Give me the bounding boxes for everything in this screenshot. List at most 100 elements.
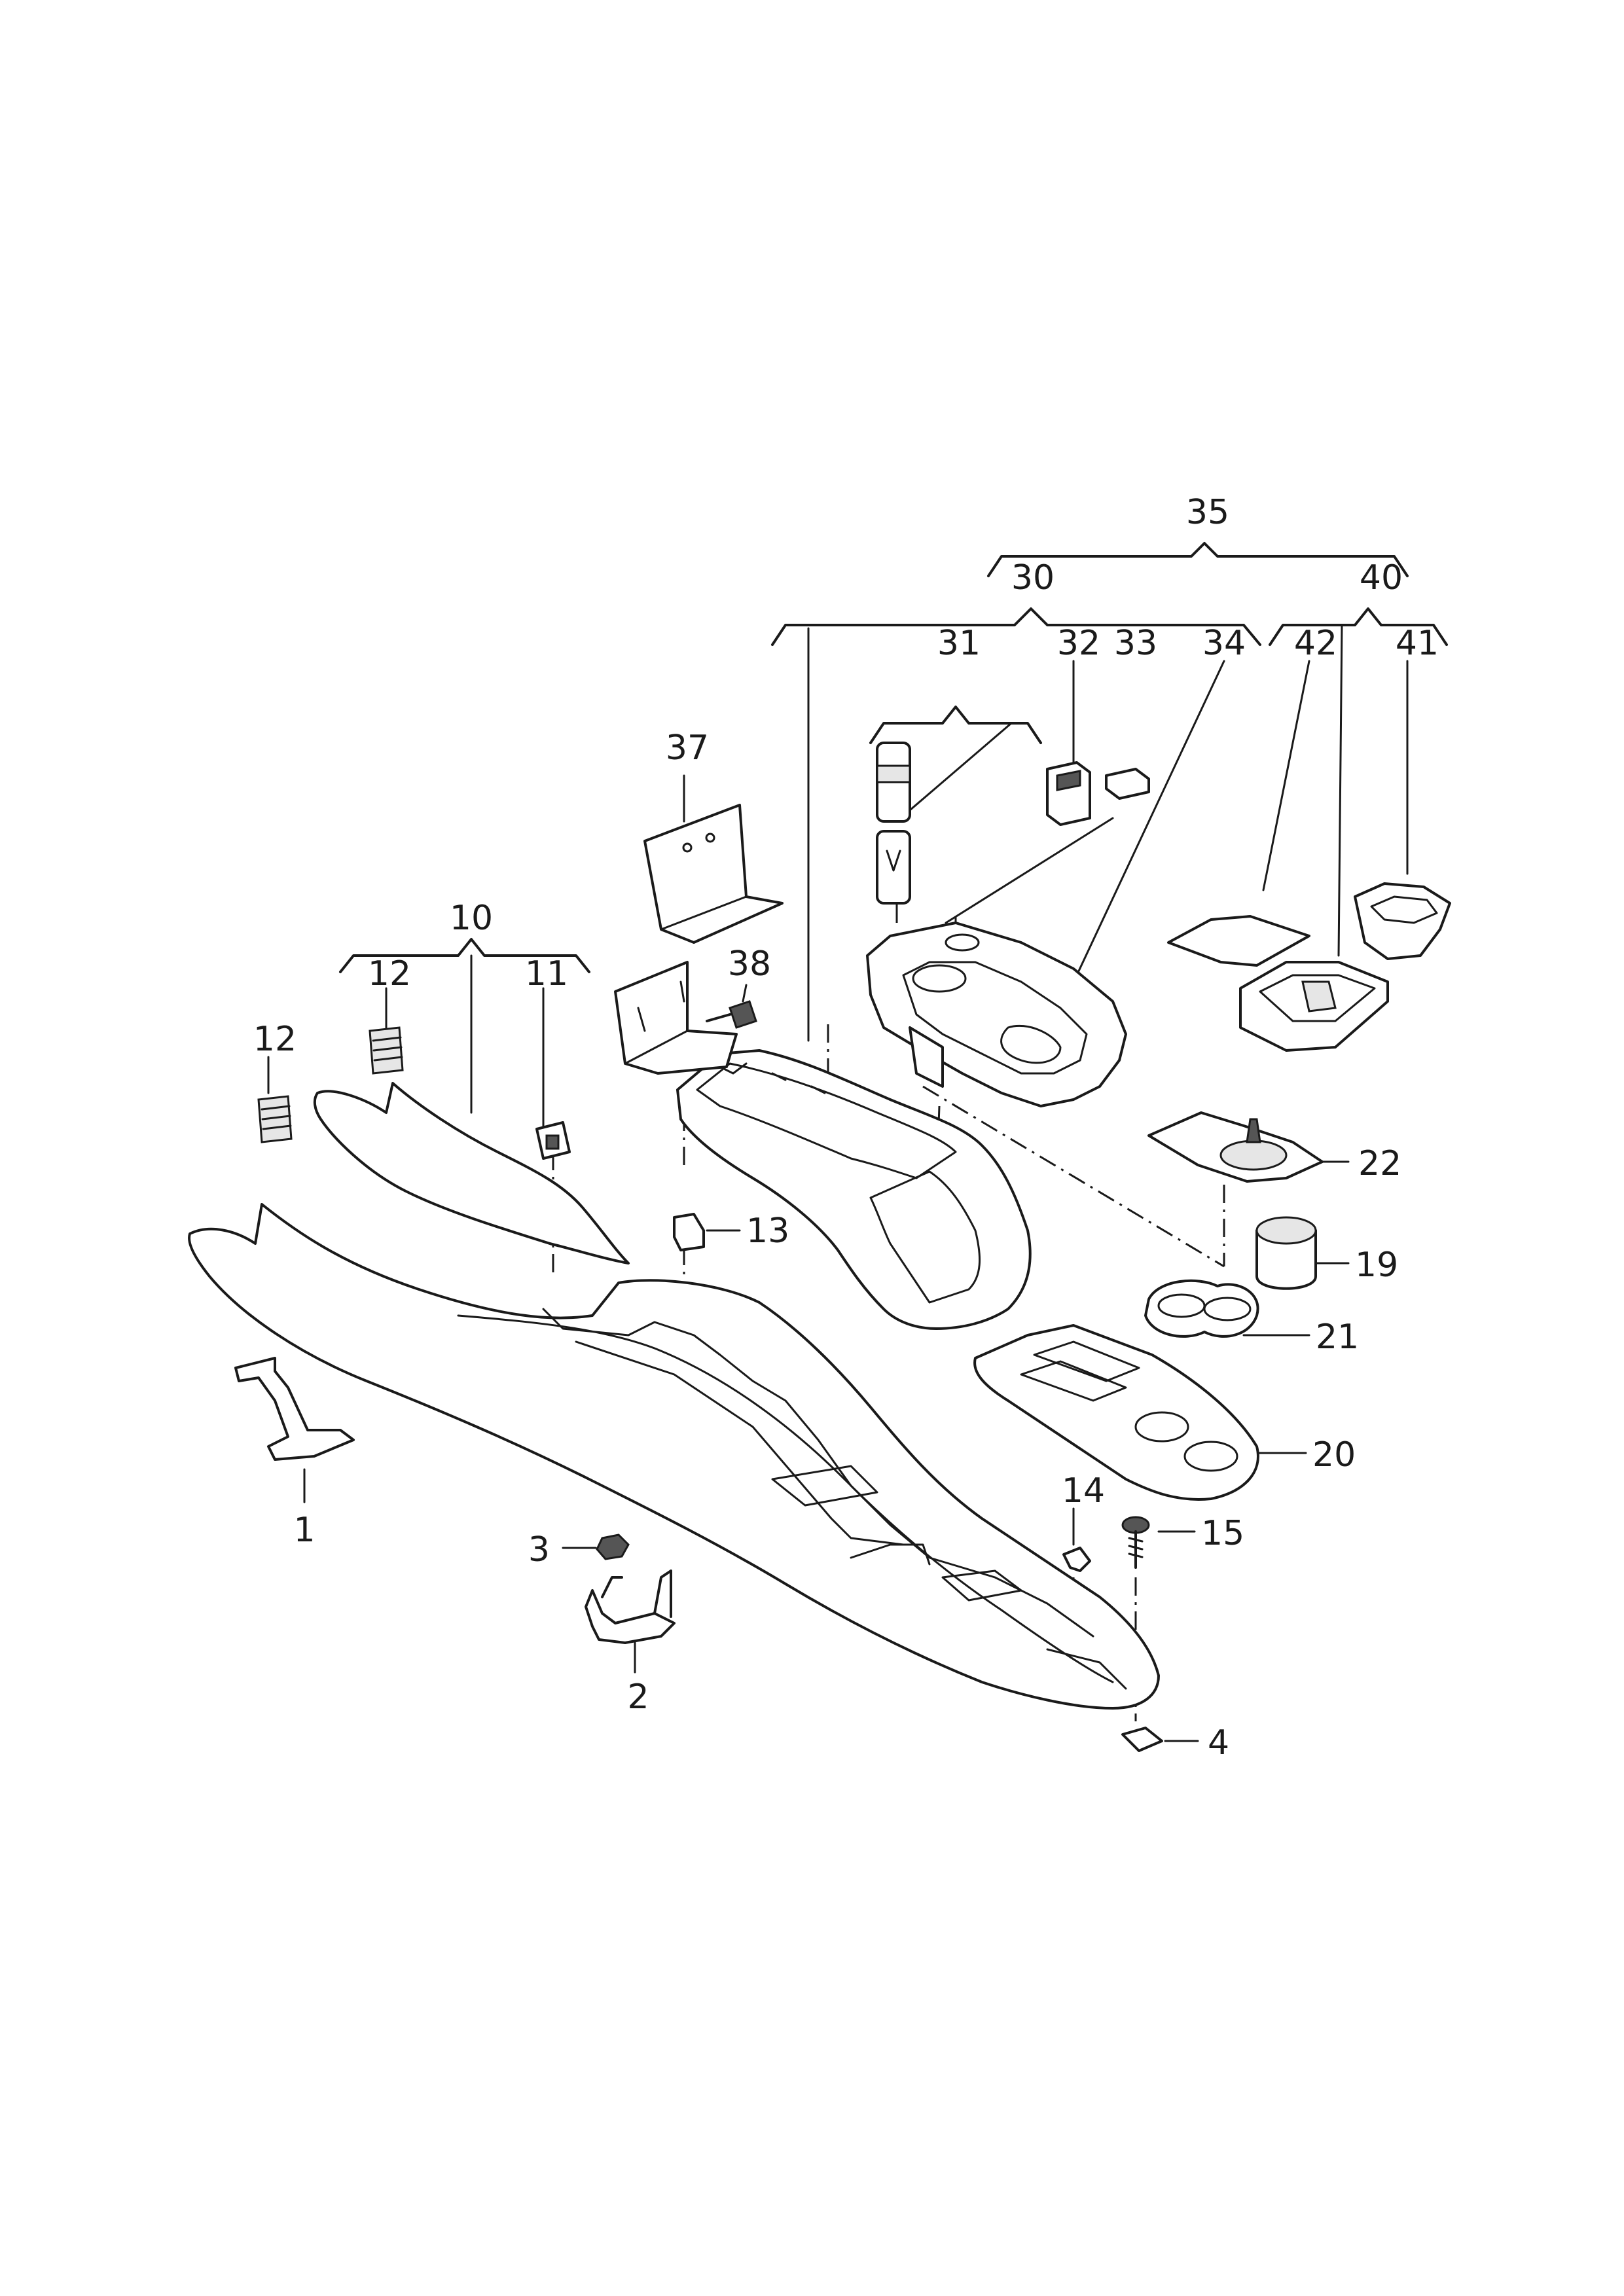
cup-ring-21-hole-2 [1203, 1297, 1252, 1321]
bracket-2-base [585, 1589, 676, 1644]
console-shell-rear-lip [1046, 1648, 1127, 1690]
tray-inner [902, 961, 1088, 1075]
power-socket-31 [876, 742, 911, 905]
callout-32: 32 [1057, 624, 1100, 663]
clip-11-center [545, 1134, 560, 1150]
insert-40-inner [1259, 974, 1376, 1022]
console-shell-outline [188, 1203, 1160, 1710]
vent-grille-12a [369, 1026, 404, 1075]
callout-19: 19 [1355, 1246, 1398, 1285]
bracket-2-arm-2 [601, 1576, 623, 1598]
leader-38 [742, 984, 748, 1003]
nut-4-body [1121, 1727, 1163, 1752]
callout-14: 14 [1062, 1471, 1105, 1511]
upper-trim-clips [719, 1062, 826, 1094]
cap-33-body [1105, 768, 1150, 800]
callout-10: 10 [450, 899, 493, 938]
bracket-2 [585, 1570, 676, 1644]
shift-cover-knob [1246, 1118, 1261, 1143]
cupholder-slot-1 [1033, 1340, 1140, 1382]
cover-flap-fold [660, 895, 748, 931]
console-shell-pocket [771, 1465, 878, 1507]
callout-numbers: 35 30 40 31 32 33 34 42 41 37 38 10 12 1… [253, 493, 1439, 1763]
callout-2: 2 [627, 1677, 649, 1717]
trim-cover-flap [643, 804, 784, 944]
cup-19-lid [1255, 1216, 1317, 1245]
group-leaders [267, 624, 1409, 1742]
socket-upper-band [876, 764, 911, 783]
callout-22: 22 [1358, 1144, 1401, 1183]
clip-14 [1062, 1547, 1091, 1572]
leader-31 [895, 722, 1013, 823]
callout-35: 35 [1186, 493, 1229, 532]
callout-40: 40 [1360, 558, 1403, 598]
cup-41-rim [1370, 895, 1438, 924]
cover-flap-hole-1 [682, 842, 693, 853]
tray-socket-hole-1 [912, 964, 967, 993]
leader-33 [945, 817, 1114, 924]
screw-38-shank [706, 1013, 731, 1022]
callout-3: 3 [528, 1530, 550, 1570]
cupholder-well-2 [1183, 1441, 1238, 1472]
callout-34: 34 [1202, 624, 1246, 663]
cupholder-well-1 [1134, 1411, 1189, 1443]
shift-cover-22 [1147, 1111, 1324, 1183]
upper-trim-outline [676, 1049, 1032, 1330]
side-trim-outline [313, 1082, 630, 1265]
lid-42 [1167, 915, 1310, 967]
callout-1: 1 [293, 1511, 315, 1550]
storage-tray-34 [866, 922, 1127, 1107]
cover-flap-outline [643, 804, 784, 944]
cover-flap-hole-2 [705, 833, 715, 843]
insert-40-core [1301, 980, 1337, 1013]
callout-21: 21 [1316, 1318, 1359, 1357]
screw-15-thread [1128, 1537, 1144, 1558]
leader-40-stem [1337, 624, 1343, 957]
nut-4 [1121, 1727, 1163, 1752]
callout-37: 37 [666, 728, 709, 768]
socket-lower-contact [886, 850, 901, 872]
rear-mount-box-outline [614, 961, 738, 1075]
callout-4: 4 [1208, 1723, 1229, 1763]
group-brackets [339, 542, 1448, 973]
cup-ring-21 [1144, 1279, 1259, 1338]
socket-lower [876, 830, 911, 905]
cupholder-slot-2 [1020, 1360, 1127, 1402]
callout-11: 11 [525, 954, 568, 994]
switch-32-body [1046, 761, 1091, 826]
lid-42-outline [1167, 915, 1310, 967]
shift-cover-boot [1219, 1139, 1288, 1171]
screw-38 [706, 1000, 757, 1029]
callout-15: 15 [1201, 1514, 1244, 1553]
rear-mount-box-slots [637, 980, 685, 1032]
console-shell-floor-detail [542, 1308, 1094, 1638]
grille-12a-slats [372, 1036, 403, 1062]
tray-socket-hole-2 [945, 933, 980, 952]
callout-13: 13 [746, 1211, 789, 1251]
console-shell-rib-2 [850, 1543, 931, 1566]
callout-12a: 12 [368, 954, 411, 994]
bracket-40 [1269, 607, 1448, 646]
rear-mount-box [614, 961, 738, 1075]
cup-ring-21-outline [1144, 1279, 1259, 1338]
upper-trim-frame [676, 1049, 1032, 1330]
cup-insert-41 [1354, 882, 1451, 960]
upper-trim-shifter-opening [869, 1170, 981, 1304]
tray-outline [866, 922, 1127, 1107]
callout-38: 38 [728, 944, 771, 984]
tray-lower-well [909, 1026, 944, 1088]
rear-mount-box-edge [624, 1030, 689, 1065]
callout-31: 31 [937, 624, 981, 663]
clip-13 [673, 1213, 705, 1251]
bracket-1 [234, 1357, 355, 1461]
tray-cup-recess [1000, 1024, 1062, 1064]
cupholder-tray-outline [973, 1324, 1259, 1501]
assembly-line-22 [922, 1085, 1225, 1268]
bracket-1-outline [234, 1357, 355, 1461]
bracket-30 [771, 607, 1261, 646]
leader-42 [1262, 660, 1310, 891]
nut-3 [596, 1534, 630, 1560]
center-console-shell [188, 1203, 1160, 1710]
bracket-31 [869, 706, 1042, 744]
